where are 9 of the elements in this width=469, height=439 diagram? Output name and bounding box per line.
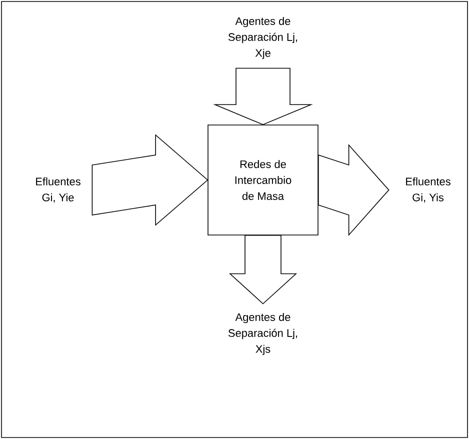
block-arrow (228, 234, 298, 304)
block-arrow (318, 144, 390, 236)
flow-label: Agentes de Separación Lj, Xjs (228, 312, 298, 356)
process-box: Redes de Intercambio de Masa (208, 124, 318, 236)
flow-label: Efluentes Gi, Yis (406, 177, 450, 203)
flow-label: Efluentes Gi, Yie (36, 177, 80, 203)
block-arrow (92, 134, 208, 226)
block-arrow (213, 68, 313, 126)
flow-label: Agentes de Separación Lj, Xje (228, 16, 298, 60)
